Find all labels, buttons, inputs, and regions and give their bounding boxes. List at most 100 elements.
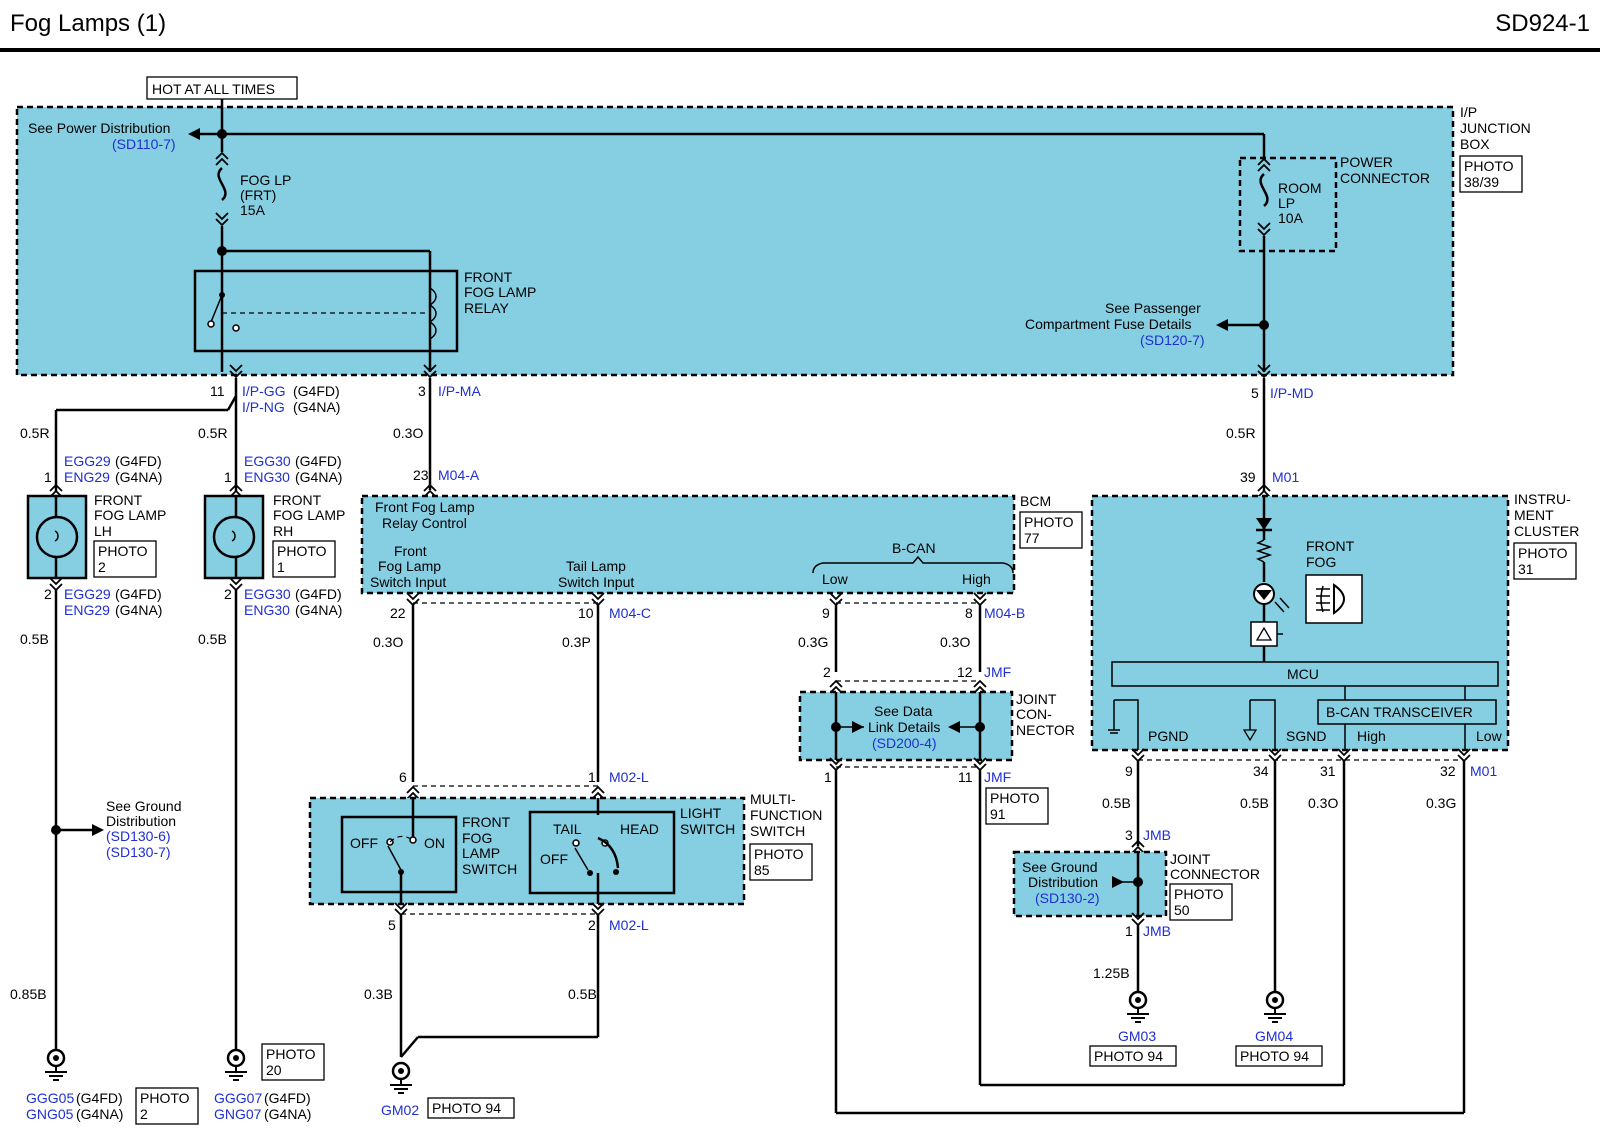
svg-text:0.3G: 0.3G xyxy=(798,634,828,650)
light-switch[interactable] xyxy=(528,810,676,895)
svg-text:2: 2 xyxy=(140,1106,148,1122)
svg-text:2: 2 xyxy=(823,664,831,680)
ground-gm04-label: GM04 PHOTO 94 xyxy=(1235,1028,1323,1067)
svg-text:SWITCH: SWITCH xyxy=(462,861,517,877)
svg-text:(SD130-6): (SD130-6) xyxy=(106,828,171,844)
svg-text:FOG: FOG xyxy=(1306,554,1336,570)
light-switch-head-label: HEAD xyxy=(620,821,659,837)
svg-text:See Passenger: See Passenger xyxy=(1105,300,1201,316)
cluster-low-label: Low xyxy=(1476,728,1503,744)
wire-085b: 0.85B xyxy=(10,986,47,1002)
see-power-label: See Power Distribution xyxy=(28,120,170,136)
svg-text:2: 2 xyxy=(588,917,596,933)
bcm-bcan-label: B-CAN xyxy=(892,540,936,556)
egg29-bottom-label: EGG29 (G4FD) ENG29 (G4NA) xyxy=(64,586,162,618)
pgnd-label: PGND xyxy=(1148,728,1188,744)
svg-text:JOINT: JOINT xyxy=(1016,691,1057,707)
wire-05r-rh: 0.5R xyxy=(198,425,228,441)
svg-text:SWITCH: SWITCH xyxy=(750,823,805,839)
svg-text:1: 1 xyxy=(588,769,596,785)
svg-text:GM03: GM03 xyxy=(1118,1028,1156,1044)
svg-text:0.3O: 0.3O xyxy=(373,634,403,650)
ground-gm03-label: GM03 PHOTO 94 xyxy=(1089,1028,1177,1067)
svg-text:38/39: 38/39 xyxy=(1464,174,1499,190)
jmf-bottom-label: JMF xyxy=(984,769,1011,785)
svg-text:Switch Input: Switch Input xyxy=(370,574,446,590)
svg-text:I/P: I/P xyxy=(1460,104,1477,120)
svg-text:5: 5 xyxy=(388,917,396,933)
svg-text:ENG29: ENG29 xyxy=(64,602,110,618)
svg-text:(SD130-7): (SD130-7) xyxy=(106,844,171,860)
svg-text:8: 8 xyxy=(965,605,973,621)
light-switch-off-label: OFF xyxy=(540,851,568,867)
svg-text:0.3O: 0.3O xyxy=(1308,795,1338,811)
svg-text:GGG07: GGG07 xyxy=(214,1090,262,1106)
svg-text:CLUSTER: CLUSTER xyxy=(1514,523,1579,539)
relay-label: FRONT FOG LAMP RELAY xyxy=(464,269,536,316)
svg-text:POWER: POWER xyxy=(1340,154,1393,170)
svg-text:(G4FD): (G4FD) xyxy=(76,1090,123,1106)
ground-ggg05-label: GGG05 (G4FD) GNG05 (G4NA) PHOTO 2 xyxy=(26,1087,199,1125)
svg-text:(SD120-7): (SD120-7) xyxy=(1140,332,1205,348)
svg-text:1: 1 xyxy=(1125,923,1133,939)
front-fog-lamp-lh-label: FRONT FOG LAMP LH PHOTO 2 xyxy=(93,492,166,578)
bcm-label: BCM PHOTO 77 xyxy=(1019,493,1083,549)
svg-text:39: 39 xyxy=(1240,469,1256,485)
svg-text:3: 3 xyxy=(1125,827,1133,843)
svg-text:SWITCH: SWITCH xyxy=(680,821,735,837)
wire-03o-relay: 0.3O xyxy=(393,425,423,441)
svg-text:FOG LAMP: FOG LAMP xyxy=(464,284,536,300)
ip-junction-box-label: I/P JUNCTION BOX PHOTO 38/39 xyxy=(1459,104,1531,193)
diagram-header: Fog Lamps (1) SD924-1 xyxy=(0,0,1600,52)
svg-text:(G4FD): (G4FD) xyxy=(115,586,162,602)
page-title: Fog Lamps (1) xyxy=(10,10,167,37)
svg-text:(G4FD): (G4FD) xyxy=(293,383,340,399)
ip-ma-label: I/P-MA xyxy=(438,383,481,399)
svg-text:PHOTO: PHOTO xyxy=(98,543,148,559)
lamp-bulb-icon xyxy=(212,515,256,559)
svg-text:See Data: See Data xyxy=(874,703,933,719)
svg-text:20: 20 xyxy=(266,1062,282,1078)
front-fog-lamp-switch[interactable] xyxy=(340,815,458,894)
svg-text:0.5B: 0.5B xyxy=(1240,795,1269,811)
svg-text:PHOTO: PHOTO xyxy=(1518,545,1568,561)
pin-5: 5 xyxy=(1251,385,1259,401)
svg-text:(G4FD): (G4FD) xyxy=(295,586,342,602)
joint-connector-jmb-label: JOINT CONNECTOR PHOTO 50 xyxy=(1169,851,1260,921)
joint-connector-label: JOINT CON- NECTOR xyxy=(1016,691,1075,738)
svg-text:CONNECTOR: CONNECTOR xyxy=(1340,170,1430,186)
svg-text:Distribution: Distribution xyxy=(106,813,176,829)
svg-text:0.3P: 0.3P xyxy=(562,634,591,650)
bcm-front-fog-switch-input-label: Front Fog Lamp Switch Input xyxy=(370,543,446,590)
svg-text:22: 22 xyxy=(390,605,406,621)
svg-text:0.5B: 0.5B xyxy=(1102,795,1131,811)
svg-text:LP: LP xyxy=(1278,195,1295,211)
front-fog-lamp-switch-label: FRONT FOG LAMP SWITCH xyxy=(462,814,517,877)
svg-text:Switch Input: Switch Input xyxy=(558,574,634,590)
ground-gm03-icon xyxy=(1125,990,1151,1024)
ground-ggg07-icon xyxy=(223,1048,249,1082)
bcan-transceiver-block xyxy=(1317,699,1497,725)
svg-text:(G4FD): (G4FD) xyxy=(264,1090,311,1106)
svg-text:HOT AT ALL TIMES: HOT AT ALL TIMES xyxy=(152,81,275,97)
mcu-label: MCU xyxy=(1287,666,1319,682)
svg-text:Front Fog Lamp: Front Fog Lamp xyxy=(375,499,475,515)
see-power-ref[interactable]: (SD110-7) xyxy=(112,136,176,152)
svg-text:INSTRU-: INSTRU- xyxy=(1514,491,1571,507)
svg-text:See Ground: See Ground xyxy=(106,798,182,814)
svg-text:0.3O: 0.3O xyxy=(940,634,970,650)
svg-text:91: 91 xyxy=(990,806,1006,822)
m02l-bottom-label: M02-L xyxy=(609,917,649,933)
svg-text:FOG LP: FOG LP xyxy=(240,172,291,188)
see-ground-distribution-label: See Ground Distribution (SD130-6) (SD130… xyxy=(106,798,182,860)
m02l-top-label: M02-L xyxy=(609,769,649,785)
ground-gm02-label: GM02 PHOTO 94 xyxy=(381,1097,515,1119)
svg-text:GM02: GM02 xyxy=(381,1102,419,1118)
svg-text:1: 1 xyxy=(824,769,832,785)
svg-text:15A: 15A xyxy=(240,202,266,218)
svg-text:(G4FD): (G4FD) xyxy=(115,453,162,469)
svg-text:Compartment Fuse Details: Compartment Fuse Details xyxy=(1025,316,1192,332)
svg-text:PHOTO: PHOTO xyxy=(1174,886,1224,902)
svg-text:MULTI-: MULTI- xyxy=(750,791,796,807)
